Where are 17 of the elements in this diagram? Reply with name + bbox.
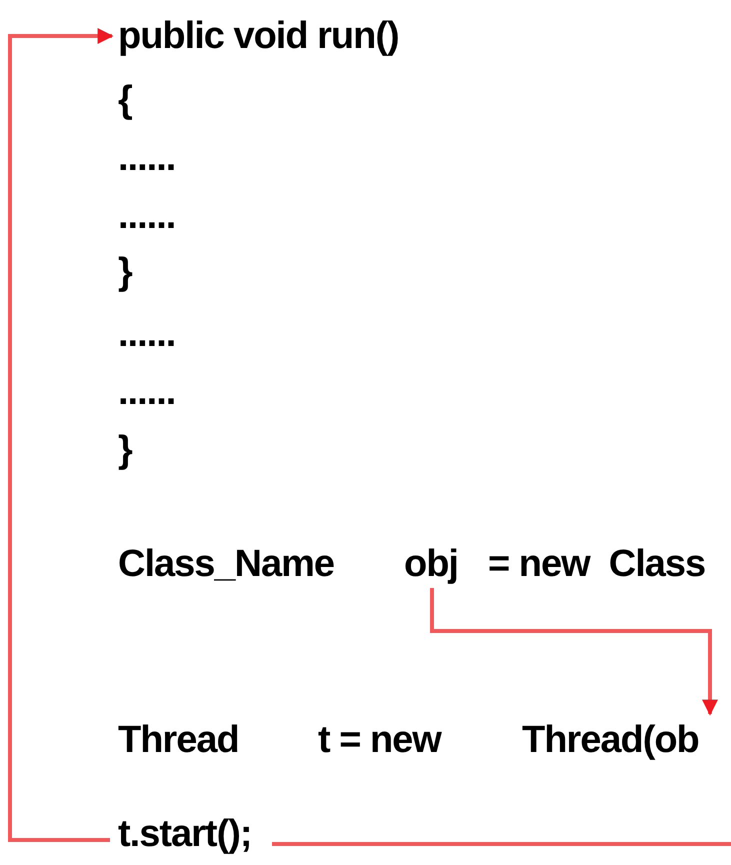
code-text: ...... — [118, 312, 176, 356]
code-text: ...... — [118, 136, 176, 180]
code-text: public void run() — [118, 14, 399, 58]
code-text: t.start(); — [118, 812, 252, 856]
code-text: Class_Name — [118, 542, 334, 586]
arrow — [8, 28, 114, 842]
code-text: = new Class — [488, 542, 706, 586]
code-text: { — [118, 78, 132, 122]
code-text: obj — [404, 542, 458, 586]
code-text: Thread(ob — [522, 718, 699, 762]
code-text: t = new — [318, 718, 441, 762]
code-text: ...... — [118, 194, 176, 238]
code-text: } — [118, 428, 132, 472]
code-text: } — [118, 250, 132, 294]
arrow — [430, 588, 718, 716]
code-text: ...... — [118, 370, 176, 414]
code-text: Thread — [118, 718, 239, 762]
